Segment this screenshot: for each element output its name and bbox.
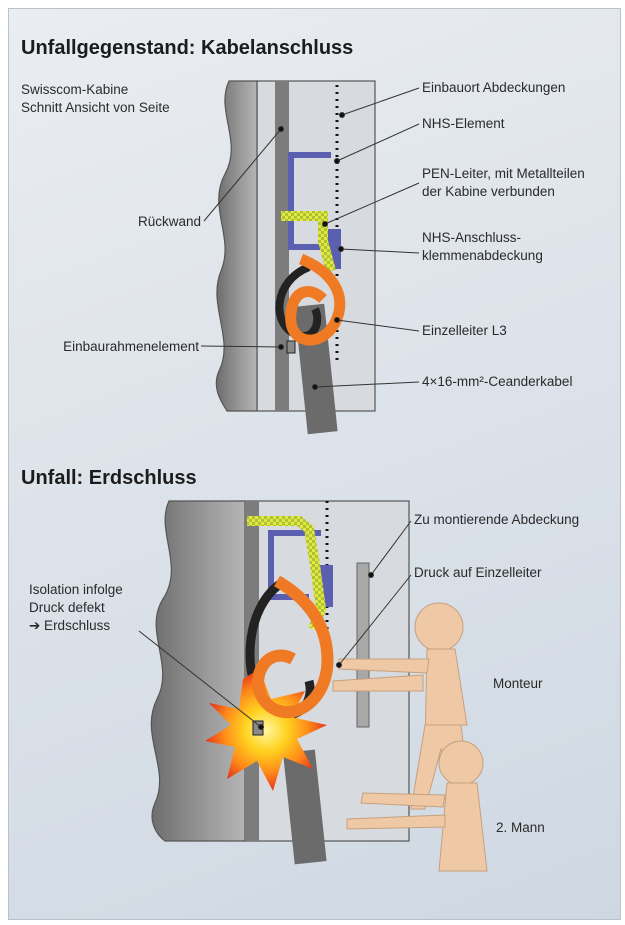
nhs-element-label: NHS-Element bbox=[422, 115, 505, 133]
second-man-label: 2. Mann bbox=[496, 819, 545, 837]
fitter-label: Monteur bbox=[493, 675, 543, 693]
cable-label: 4×16-mm²-Ceanderkabel bbox=[422, 373, 572, 391]
diagram-artwork bbox=[9, 9, 620, 919]
frame-element-label: Einbaurahmenelement bbox=[29, 338, 199, 356]
terminal-cover-line2: klemmenabdeckung bbox=[422, 247, 543, 265]
insulation-line3: ➔ Erdschluss bbox=[29, 617, 123, 635]
terminal-cover-label: NHS-Anschluss- klemmenabdeckung bbox=[422, 229, 543, 265]
diagram-sheet: Unfallgegenstand: Kabelanschluss Swissco… bbox=[8, 8, 621, 920]
insulation-line1: Isolation infolge bbox=[29, 581, 123, 599]
pen-conductor-label: PEN-Leiter, mit Metallteilen der Kabine … bbox=[422, 165, 585, 201]
bottom-diagram bbox=[139, 501, 487, 871]
cabinet-caption: Swisscom-Kabine Schnitt Ansicht von Seit… bbox=[21, 81, 170, 117]
insulation-line2: Druck defekt bbox=[29, 599, 123, 617]
single-conductor-label: Einzelleiter L3 bbox=[422, 322, 507, 340]
pen-conductor-line1: PEN-Leiter, mit Metallteilen bbox=[422, 165, 585, 183]
covers-location-label: Einbauort Abdeckungen bbox=[422, 79, 565, 97]
back-wall-label: Rückwand bbox=[119, 213, 201, 231]
insulation-label: Isolation infolge Druck defekt ➔ Erdschl… bbox=[29, 581, 123, 635]
top-diagram bbox=[201, 81, 419, 434]
pen-conductor-line2: der Kabine verbunden bbox=[422, 183, 585, 201]
section1-title: Unfallgegenstand: Kabelanschluss bbox=[21, 37, 353, 60]
pressure-label: Druck auf Einzelleiter bbox=[414, 564, 542, 582]
back-wall-section-bottom bbox=[151, 501, 245, 841]
cover-panel bbox=[357, 563, 369, 727]
section2-title: Unfall: Erdschluss bbox=[21, 467, 197, 490]
cabinet-caption-line2: Schnitt Ansicht von Seite bbox=[21, 99, 170, 117]
frame-element-top bbox=[287, 341, 295, 353]
cover-to-mount-label: Zu montierende Abdeckung bbox=[414, 511, 579, 529]
back-wall-section-top bbox=[216, 81, 257, 411]
terminal-cover-line1: NHS-Anschluss- bbox=[422, 229, 543, 247]
cabinet-caption-line1: Swisscom-Kabine bbox=[21, 81, 170, 99]
